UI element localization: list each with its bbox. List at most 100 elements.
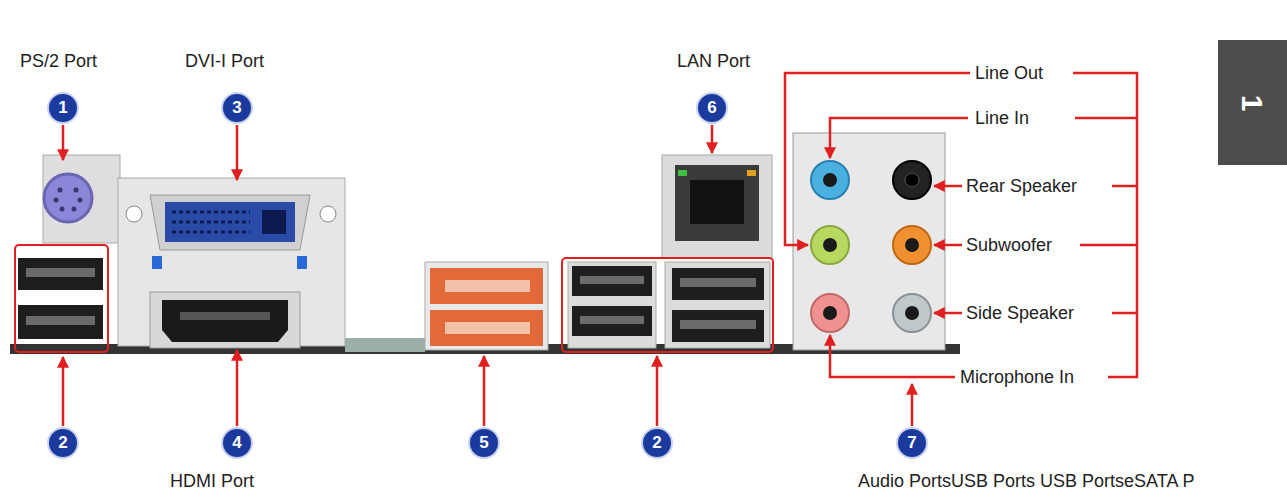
callout-text: 4 (232, 433, 241, 453)
lan-port (675, 165, 759, 241)
leader-arrow (911, 384, 914, 426)
callout-text: 1 (58, 98, 67, 118)
callout-text: 2 (58, 433, 67, 453)
audio-jack (893, 294, 931, 332)
esata-slot (445, 322, 530, 334)
screw-hole (126, 206, 142, 222)
ps2-pin (74, 188, 79, 193)
part-label: HDMI Port (170, 470, 254, 492)
leader-arrow (934, 312, 962, 315)
leader-arrow (934, 244, 962, 247)
dvi-clip (297, 256, 307, 269)
callout-text: 6 (707, 98, 716, 118)
lan-led (747, 170, 756, 176)
esata-port (430, 310, 543, 346)
ps2-housing (43, 155, 120, 243)
callout-number: 4 (221, 427, 253, 459)
esata-slot (445, 280, 530, 292)
dvi-pins (172, 212, 250, 232)
screw-hole (320, 206, 336, 222)
usb-tongue (580, 276, 644, 284)
usb-bracket (562, 258, 773, 352)
audio-jack (811, 161, 849, 199)
ps2-pin (72, 207, 77, 212)
ps2-port (44, 174, 92, 222)
callout-text: 2 (652, 433, 661, 453)
callout-number: 7 (896, 427, 928, 459)
usb-port (18, 258, 103, 290)
callout-text: 1 (1236, 94, 1270, 111)
jack-hole (905, 306, 919, 320)
usb-port (672, 268, 764, 300)
leader-arrow (62, 125, 65, 160)
usb-tongue (680, 320, 756, 329)
callout-number: 6 (696, 92, 728, 124)
usb-port (672, 310, 764, 342)
part-label: Line Out (975, 62, 1043, 84)
part-label: Side Speaker (966, 302, 1074, 324)
dvi-port (165, 202, 295, 242)
ps2-pin (54, 198, 59, 203)
hdmi-port (162, 300, 288, 342)
lan-housing (662, 155, 772, 258)
ps2-pin (60, 207, 65, 212)
ps2-pin (78, 198, 83, 203)
callout-number: 2 (47, 427, 79, 459)
esata-port (430, 268, 543, 304)
part-label: DVI-I Port (185, 50, 264, 72)
leader-arrow (785, 73, 970, 245)
audio-jack (811, 294, 849, 332)
group-bracket (1073, 73, 1137, 377)
hdmi-tongue (180, 312, 270, 320)
callout-number: 3 (221, 92, 253, 124)
leader-arrow (236, 125, 239, 180)
jack-hole (905, 238, 919, 252)
dvi-clip (152, 256, 162, 269)
leader-arrow (656, 356, 659, 426)
jack-hole (823, 306, 837, 320)
usb-port (572, 266, 652, 296)
callout-text: 3 (232, 98, 241, 118)
lan-opening (690, 180, 744, 224)
part-label: PS/2 Port (20, 50, 97, 72)
callout-text: 5 (479, 433, 488, 453)
part-label: Line In (975, 107, 1029, 129)
jack-hole (905, 173, 919, 187)
part-label: Audio PortsUSB Ports USB PortseSATA P (858, 470, 1194, 492)
usb-bracket (15, 245, 108, 352)
usb-tongue (26, 316, 95, 325)
part-label: LAN Port (677, 50, 750, 72)
usb-tongue (26, 268, 95, 277)
usb-port (18, 305, 103, 339)
bracket-tick (1075, 118, 1137, 313)
audio-jack (893, 226, 931, 264)
part-label: Subwoofer (966, 234, 1052, 256)
part-label: Rear Speaker (966, 175, 1077, 197)
leader-arrow (483, 356, 486, 426)
usb-port (572, 306, 652, 336)
leader-arrow (62, 357, 65, 426)
leader-arrow (830, 118, 968, 158)
usb-tongue (580, 316, 644, 324)
usb-housing (665, 262, 770, 348)
audio-jack (893, 161, 931, 199)
callout-number: 1 (47, 92, 79, 124)
callout-number: 2 (641, 427, 673, 459)
ps2-pin (58, 188, 63, 193)
dvi-shell (150, 195, 310, 250)
page-tab: 1 (1218, 40, 1287, 165)
pcb-detail (345, 338, 425, 352)
usb-tongue (680, 278, 756, 287)
audio-jack (811, 226, 849, 264)
leader-arrow (830, 335, 955, 377)
jack-hole (823, 238, 837, 252)
callout-text: 7 (907, 433, 916, 453)
esata-housing (425, 262, 548, 350)
hdmi-shell (150, 292, 300, 348)
dvi-analog-pins (262, 210, 286, 234)
audio-panel (793, 133, 945, 350)
lan-led (678, 170, 687, 176)
